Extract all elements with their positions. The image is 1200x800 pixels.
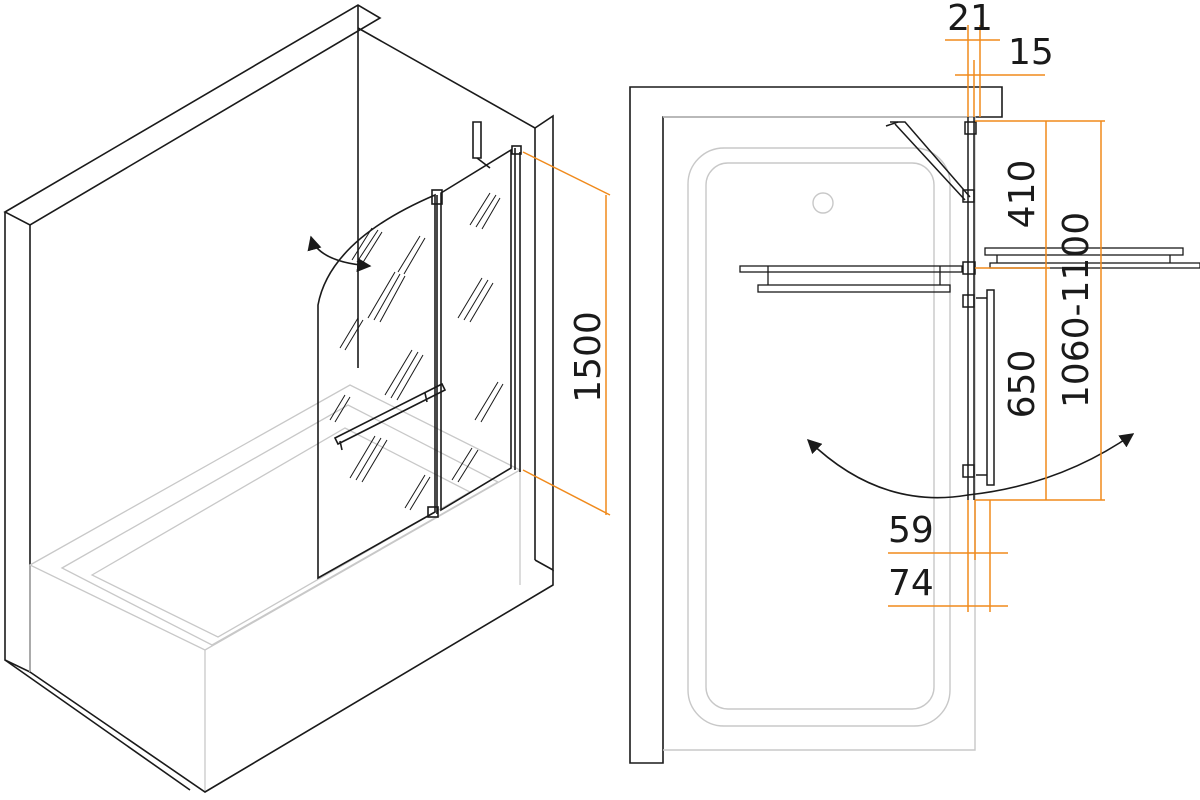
towel-bar-iso <box>333 382 447 451</box>
shelf-right <box>984 247 1200 269</box>
glass-hatching <box>329 192 504 511</box>
wall-outline <box>629 86 1003 764</box>
dim-height-iso <box>522 151 611 516</box>
left-wall <box>3 4 382 674</box>
fixed-panel <box>440 148 512 512</box>
floor-platform <box>4 570 554 793</box>
bathtub-plan <box>663 116 976 751</box>
bathtub <box>28 384 522 792</box>
dim-label-650: 650 <box>1002 350 1043 419</box>
screen-panels <box>317 121 522 580</box>
plan-dimensions <box>888 25 1105 612</box>
swing-arrow-iso <box>307 235 372 273</box>
dim-label-74: 74 <box>888 563 934 604</box>
swing-arrow-plan <box>806 433 1135 499</box>
shelf-left <box>739 265 963 293</box>
dim-label-59: 59 <box>888 510 934 551</box>
plan-screen <box>885 117 995 500</box>
plan-view <box>629 86 1003 764</box>
back-wall <box>357 27 554 572</box>
dim-label-410: 410 <box>1002 160 1043 229</box>
dim-label-15: 15 <box>1008 32 1054 73</box>
dim-label-21: 21 <box>947 0 993 39</box>
dim-label-1060-1100: 1060-1100 <box>1056 212 1097 408</box>
isometric-view <box>3 4 554 793</box>
dim-label-1500: 1500 <box>568 311 609 403</box>
swing-panel <box>317 193 436 580</box>
